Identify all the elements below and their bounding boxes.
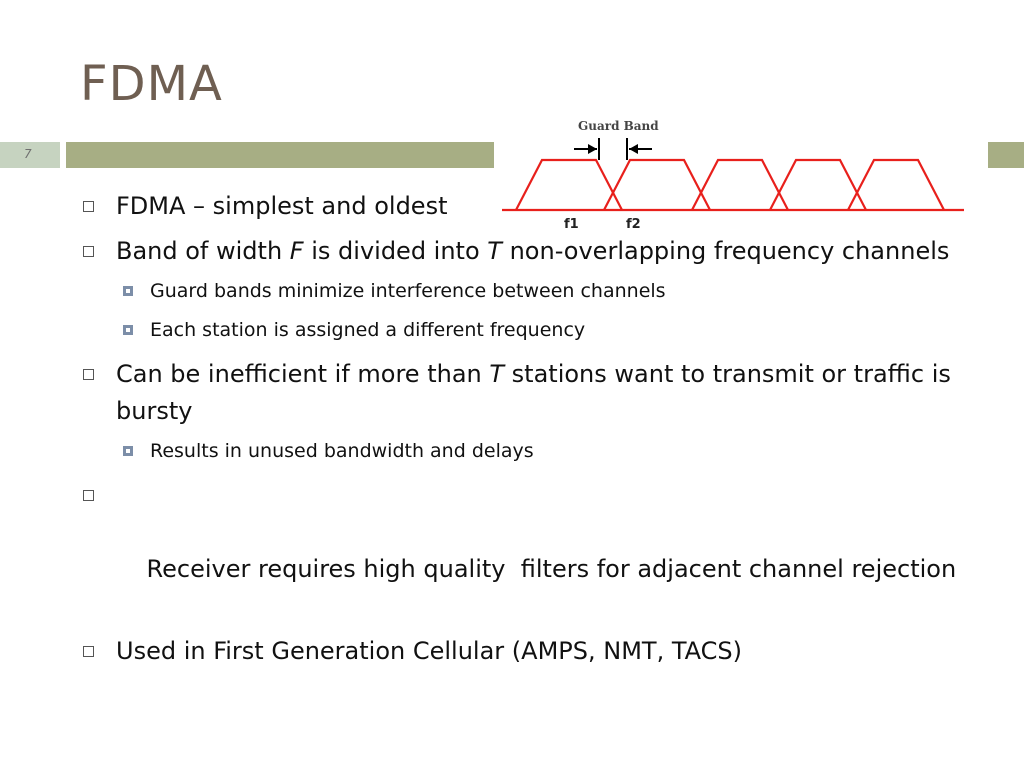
f1-label: f1	[564, 217, 579, 232]
channel-trapezoids	[502, 158, 964, 212]
square-bullet-icon	[83, 490, 94, 501]
fdma-diagram-svg: Guard Band f1 f2	[502, 119, 964, 232]
bullet-text: Can be inefficient if more than	[116, 360, 490, 388]
bullet-band-width: Band of width F is divided into T non-ov…	[80, 233, 960, 270]
bullet-text: non-overlapping frequency channels	[501, 237, 950, 265]
bullet-receiver-filters: Receiver requires high quality filters f…	[80, 477, 960, 625]
bullet-variable-t: T	[487, 237, 502, 265]
bullet-text: stations want to transmit or traffic is …	[116, 360, 951, 425]
subbullet-station-frequency: Each station is assigned a different fre…	[123, 317, 960, 343]
bullet-text: is divided into	[303, 237, 488, 265]
guard-band-caption: Guard Band	[578, 119, 659, 133]
square-bullet-icon	[83, 201, 94, 212]
fdma-channel-diagram: Guard Band f1 f2	[496, 112, 968, 234]
square-bullet-icon	[83, 646, 94, 657]
guard-band-right-arrowhead	[629, 144, 638, 154]
bullet-variable-f: F	[289, 237, 304, 265]
channel-3	[691, 158, 789, 211]
filled-square-bullet-icon	[123, 325, 133, 335]
subbullet-guard-bands: Guard bands minimize interference betwee…	[123, 278, 960, 304]
channel-4	[769, 158, 867, 211]
slide-title: FDMA	[80, 56, 223, 112]
channel-1	[515, 158, 623, 211]
slide-number: 7	[24, 147, 32, 161]
bullet-list: FDMA – simplest and oldest Band of width…	[80, 188, 960, 678]
bullet-fdma-oldest: FDMA – simplest and oldest	[80, 188, 960, 225]
title-accent-bar-left	[66, 142, 494, 168]
f2-label: f2	[626, 217, 641, 232]
bullet-inefficient: Can be inefficient if more than T statio…	[80, 356, 960, 430]
bullet-text: Used in First Generation Cellular (AMPS,…	[116, 637, 742, 665]
filled-square-bullet-icon	[123, 286, 133, 296]
filled-square-bullet-icon	[123, 446, 133, 456]
subbullet-text: Results in unused bandwidth and delays	[150, 440, 534, 462]
bullet-first-generation: Used in First Generation Cellular (AMPS,…	[80, 633, 960, 670]
bullet-text: FDMA – simplest and oldest	[116, 192, 448, 220]
guard-band-markers	[574, 138, 652, 160]
subbullet-unused-bandwidth: Results in unused bandwidth and delays	[123, 438, 960, 464]
bullet-text: Band of width	[116, 237, 290, 265]
bullet-variable-t: T	[489, 360, 505, 388]
guard-band-left-arrowhead	[588, 144, 597, 154]
channel-5	[847, 158, 945, 211]
bullet-text: Receiver requires high quality filters f…	[146, 555, 957, 583]
subbullet-text: Guard bands minimize interference betwee…	[150, 280, 666, 302]
subbullet-text: Each station is assigned a different fre…	[150, 319, 586, 341]
slide-number-box: 7	[0, 142, 60, 168]
channel-2	[603, 158, 711, 211]
square-bullet-icon	[83, 246, 94, 257]
title-accent-bar-right	[988, 142, 1024, 168]
square-bullet-icon	[83, 369, 94, 380]
